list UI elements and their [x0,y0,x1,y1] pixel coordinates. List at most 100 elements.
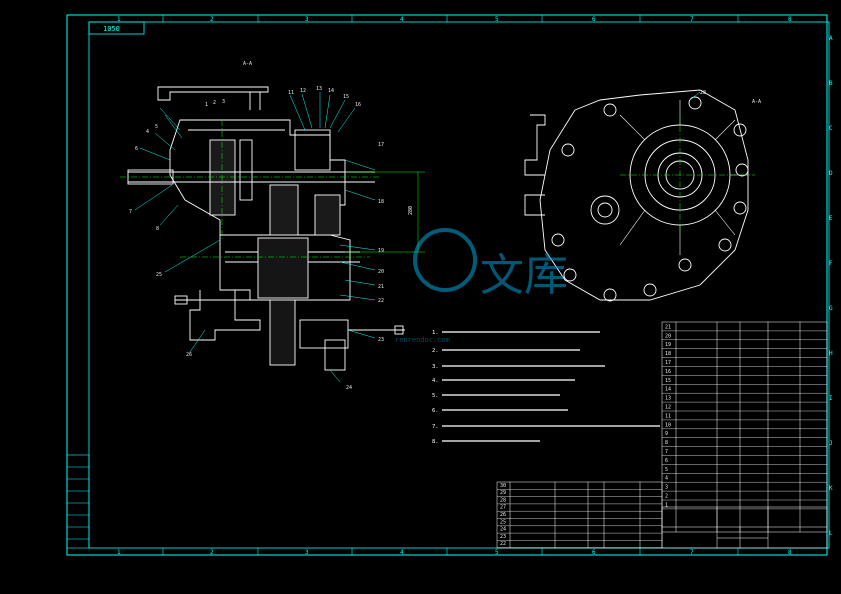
svg-text:1.: 1. [432,330,439,336]
callout-28: 28 [700,90,706,96]
svg-text:K: K [829,485,833,492]
bom-right-row-number: 10 [665,422,671,428]
dimension-vertical [345,171,425,253]
svg-text:4: 4 [400,549,404,556]
watermark: 文库 renrendoc.com [395,228,568,344]
bom-right-row-number: 7 [665,449,668,455]
svg-text:16: 16 [355,102,361,108]
bom-right-row-number: 12 [665,405,671,411]
bom-right-row-number: 17 [665,360,671,366]
title-block [661,506,828,549]
drawing-code: 1050 [103,25,120,33]
svg-text:25: 25 [156,272,162,278]
svg-text:7: 7 [690,549,694,556]
svg-text:I: I [829,395,833,402]
svg-text:2.: 2. [432,348,439,354]
svg-text:L: L [829,530,833,537]
svg-text:12: 12 [300,88,306,94]
bom-right-row-number: 19 [665,342,671,348]
bom-right-row-number: 20 [665,333,671,339]
outer-frame [66,14,828,556]
svg-text:4.: 4. [432,378,439,384]
svg-text:6: 6 [592,549,596,556]
revision-block [66,454,90,549]
bom-table-right [661,321,828,533]
svg-text:1: 1 [117,16,121,23]
bom-bottom-row-number: 27 [500,505,506,511]
bom-right-row-number: 9 [665,431,668,437]
svg-text:B: B [829,80,833,87]
svg-text:7.: 7. [432,424,439,430]
bom-right-row-number: 21 [665,324,671,330]
svg-text:6: 6 [135,146,138,152]
svg-text:5: 5 [495,16,499,23]
svg-text:5: 5 [495,549,499,556]
bom-bottom-row-number: 29 [500,490,506,496]
section-label: A-A [243,61,252,67]
technical-notes: 1. 2. 3. 4. 5. 6. 7. 8. [432,330,439,445]
housing-center-lines [620,115,755,235]
bom-bottom-row-number: 25 [500,519,506,525]
svg-text:3: 3 [305,549,309,556]
svg-text:8: 8 [788,16,792,23]
svg-text:17: 17 [378,142,384,148]
svg-text:8: 8 [788,549,792,556]
svg-text:15: 15 [343,94,349,100]
svg-text:6: 6 [592,16,596,23]
section-view-left [127,86,405,371]
svg-text:26: 26 [186,352,192,358]
notes-text-lines [442,331,660,442]
svg-text:A: A [829,35,833,42]
svg-text:D: D [829,170,833,177]
bom-right-row-number: 1 [665,502,668,508]
center-lines [120,120,380,258]
bom-right-row-number: 8 [665,440,668,446]
svg-text:19: 19 [378,248,384,254]
svg-text:2: 2 [210,16,214,23]
svg-text:6.: 6. [432,408,439,414]
svg-text:22: 22 [378,298,384,304]
grid-row-labels-right: A B C D E F G H I J K L [829,35,833,537]
svg-text:24: 24 [346,385,352,391]
inner-frame [88,21,830,549]
svg-text:5: 5 [155,124,158,130]
grid-column-labels-bottom: 1 2 3 4 5 6 7 8 [117,549,792,556]
svg-text:E: E [829,215,833,222]
bom-table-bottom [496,481,663,549]
bom-bottom-row-number: 22 [500,541,506,547]
bom-right-row-number: 16 [665,369,671,375]
svg-text:2: 2 [213,100,216,106]
svg-text:11: 11 [288,90,294,96]
bom-bottom-row-number: 26 [500,512,506,518]
svg-text:23: 23 [378,337,384,343]
svg-text:1: 1 [205,102,208,108]
svg-text:5.: 5. [432,393,439,399]
bom-bottom-row-number: 28 [500,497,506,503]
svg-text:20: 20 [378,269,384,275]
svg-text:J: J [829,440,833,447]
bom-bottom-row-number: 23 [500,534,506,540]
bom-right-row-number: 6 [665,458,668,464]
svg-text:2: 2 [210,549,214,556]
svg-text:7: 7 [690,16,694,23]
drawing-code-box [88,21,145,35]
bom-right-row-number: 3 [665,485,668,491]
grid-column-labels-top: 1 2 3 4 5 6 7 8 [117,16,792,23]
bom-right-row-number: 4 [665,476,668,482]
leader-lines [134,92,376,383]
svg-text:21: 21 [378,284,384,290]
svg-text:F: F [829,260,833,267]
svg-text:7: 7 [129,209,132,215]
bom-bottom-row-number: 30 [500,483,506,489]
svg-text:G: G [829,305,833,312]
bom-right-row-number: 13 [665,396,671,402]
bom-right-row-number: 14 [665,387,671,393]
svg-text:4: 4 [400,16,404,23]
bom-right-row-number: 18 [665,351,671,357]
svg-text:1: 1 [117,549,121,556]
part-callouts-left: 1 2 3 4 5 6 7 8 11 12 13 14 15 16 17 18 … [129,86,384,391]
bom-right-row-number: 11 [665,413,671,419]
